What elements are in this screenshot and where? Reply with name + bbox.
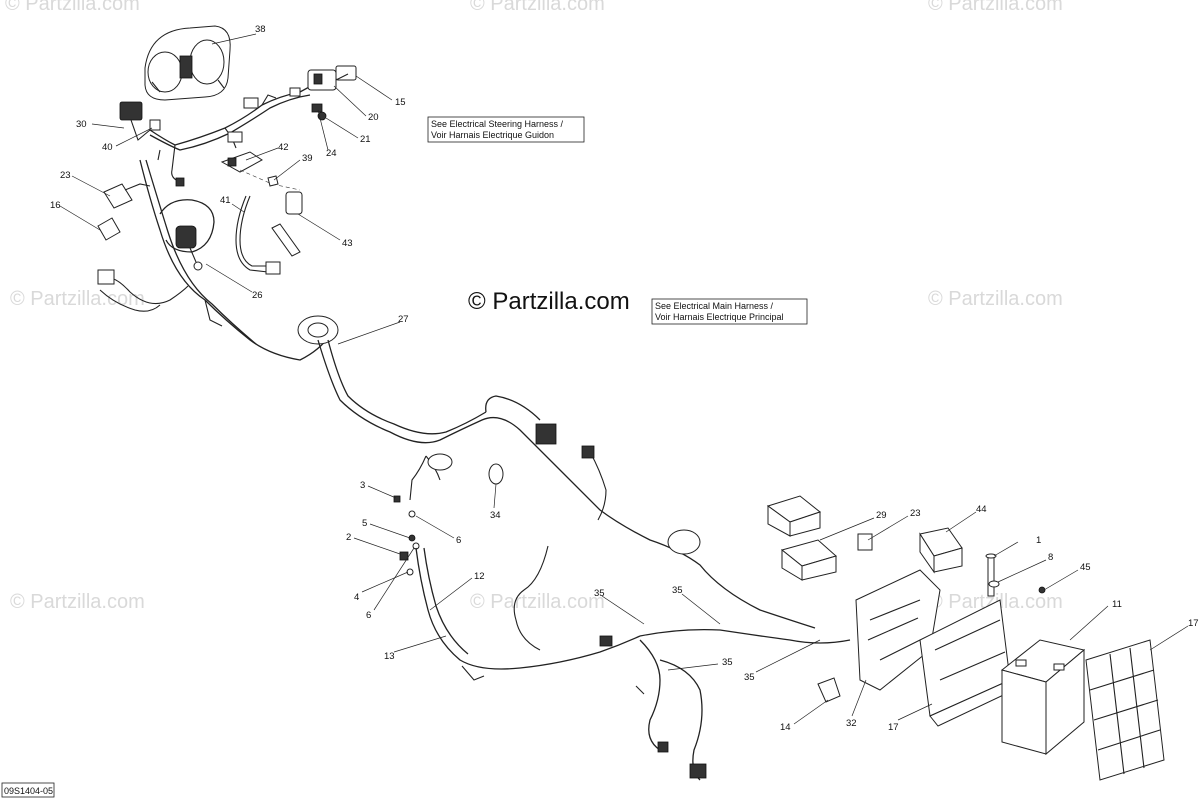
callout-38: 38 [255,24,266,35]
battery-11 [1000,639,1086,756]
watermark-mid-right: © Partzilla.com [928,288,1063,310]
fuse-39 [267,175,279,187]
callout-35-d: 35 [744,672,755,683]
callout-1: 1 [1036,535,1041,546]
washer-8 [988,580,1000,588]
ring-34 [488,463,504,485]
callout-21: 21 [360,134,371,145]
small-hardware [393,495,420,576]
relay-bracket-42 [220,151,263,173]
callout-40: 40 [102,142,113,153]
callout-20: 20 [368,112,379,123]
callout-29: 29 [876,510,887,521]
bolt-1 [985,553,997,597]
callout-17-tray: 17 [1188,618,1199,629]
connector-23-left [103,183,151,209]
callout-15: 15 [395,97,406,108]
brand-label: © Partzilla.com [468,288,630,315]
watermark-group: © Partzilla.com © Partzilla.com © Partzi… [5,0,1063,613]
nut-45 [1038,586,1046,594]
callout-12: 12 [474,571,485,582]
connector-14 [817,677,841,703]
fuse-holder-43 [271,191,303,257]
note-steering-harness: See Electrical Steering Harness / Voir H… [427,116,585,143]
callout-13: 13 [384,651,395,662]
grommet-27 [297,315,339,345]
callout-23-left: 23 [60,170,71,181]
callout-44: 44 [976,504,987,515]
watermark-mid-left: © Partzilla.com [10,288,145,310]
callout-6-upper: 6 [456,535,461,546]
callout-32: 32 [846,718,857,729]
callout-6-lower: 6 [366,610,371,621]
connector-16 [97,217,121,241]
battery-cables [415,545,641,681]
gauge-cluster [144,25,231,101]
connector-23-right [857,533,873,551]
note-main-harness: See Electrical Main Harness / Voir Harna… [651,298,808,325]
switch-cluster [307,65,357,121]
callout-24: 24 [326,148,337,159]
watermark-top-right: © Partzilla.com [928,0,1063,15]
note-steering-line-1: See Electrical Steering Harness / [431,119,564,129]
callout-16: 16 [50,200,61,211]
callout-3: 3 [360,480,365,491]
callout-34: 34 [490,510,501,521]
watermark-top-left: © Partzilla.com [5,0,140,15]
main-harness-left [97,159,331,361]
callout-42: 42 [278,142,289,153]
watermark-low-center: © Partzilla.com [470,591,605,613]
fuse-box-29 [766,495,838,581]
callout-2: 2 [346,532,351,543]
callout-14: 14 [780,722,791,733]
callout-23-right: 23 [910,508,921,519]
module-44 [919,527,963,574]
callout-11: 11 [1112,599,1122,610]
note-steering-line-2: Voir Harnais Electrique Guidon [431,130,554,140]
drawing-number-tag: 09S1404-05 [1,782,55,798]
drawing-number: 09S1404-05 [4,786,53,796]
callout-17-cage: 17 [888,722,899,733]
note-main-line-1: See Electrical Main Harness / [655,301,774,311]
watermark-low-left: © Partzilla.com [10,591,145,613]
lower-harness [635,628,851,781]
callout-35-b: 35 [672,585,683,596]
callout-26: 26 [252,290,263,301]
leader-lines [59,33,1189,725]
main-harness-mid [317,339,816,629]
upper-harness-wires [149,79,323,187]
clip-40 [149,119,161,131]
note-main-line-2: Voir Harnais Electrique Principal [655,312,784,322]
battery-tray-17 [919,599,1015,727]
callout-labels: 38 15 20 21 24 30 40 42 39 23 16 41 43 2… [50,24,1199,733]
callout-43: 43 [342,238,353,249]
callout-27: 27 [398,314,409,325]
connector-30 [119,101,151,141]
callout-8: 8 [1048,552,1053,563]
wire-41 [235,195,281,275]
watermark-top-center: © Partzilla.com [470,0,605,15]
callout-35-c: 35 [722,657,733,668]
callout-45: 45 [1080,562,1091,573]
dess-coil [159,199,215,271]
callout-39: 39 [302,153,313,164]
callout-4: 4 [354,592,359,603]
callout-5: 5 [362,518,367,529]
callout-35-a: 35 [594,588,605,599]
callout-41: 41 [220,195,231,206]
battery-cage-17 [1085,639,1165,781]
callout-30: 30 [76,119,87,130]
